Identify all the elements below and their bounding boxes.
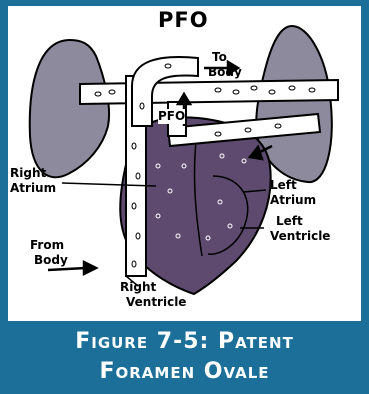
label-to-body: To Body (208, 50, 242, 80)
left-lung (30, 40, 109, 177)
label-right-ventricle: Right Ventricle (120, 280, 186, 310)
label-left-ventricle-line1: Left (270, 214, 330, 229)
label-from-body-line1: From (30, 238, 68, 253)
label-left-atrium: Left Atrium (270, 178, 316, 208)
label-left-ventricle-line2: Ventricle (270, 229, 330, 244)
pfo-heart-diagram (8, 6, 361, 321)
diagram-title: PFO (158, 8, 209, 32)
label-left-atrium-line1: Left (270, 178, 316, 193)
label-to-body-line2: Body (208, 65, 242, 80)
label-pfo: PFO (158, 109, 185, 124)
label-from-body-line2: Body (30, 253, 68, 268)
label-left-ventricle: Left Ventricle (270, 214, 330, 244)
caption-line1: Figure 7-5: Patent (0, 327, 369, 357)
label-right-atrium-line2: Atrium (10, 181, 56, 196)
label-left-atrium-line2: Atrium (270, 193, 316, 208)
diagram-panel: PFO To Body PFO Right Atrium Left Atrium… (8, 6, 361, 321)
label-right-atrium: Right Atrium (10, 166, 56, 196)
label-right-ventricle-line2: Ventricle (120, 295, 186, 310)
label-to-body-line1: To (208, 50, 242, 65)
label-right-atrium-line1: Right (10, 166, 56, 181)
label-from-body: From Body (30, 238, 68, 268)
pulmonary-artery-vessel (80, 80, 338, 104)
label-right-ventricle-line1: Right (120, 280, 186, 295)
figure-caption: Figure 7-5: Patent Foramen Ovale (0, 327, 369, 387)
caption-line2: Foramen Ovale (0, 357, 369, 387)
